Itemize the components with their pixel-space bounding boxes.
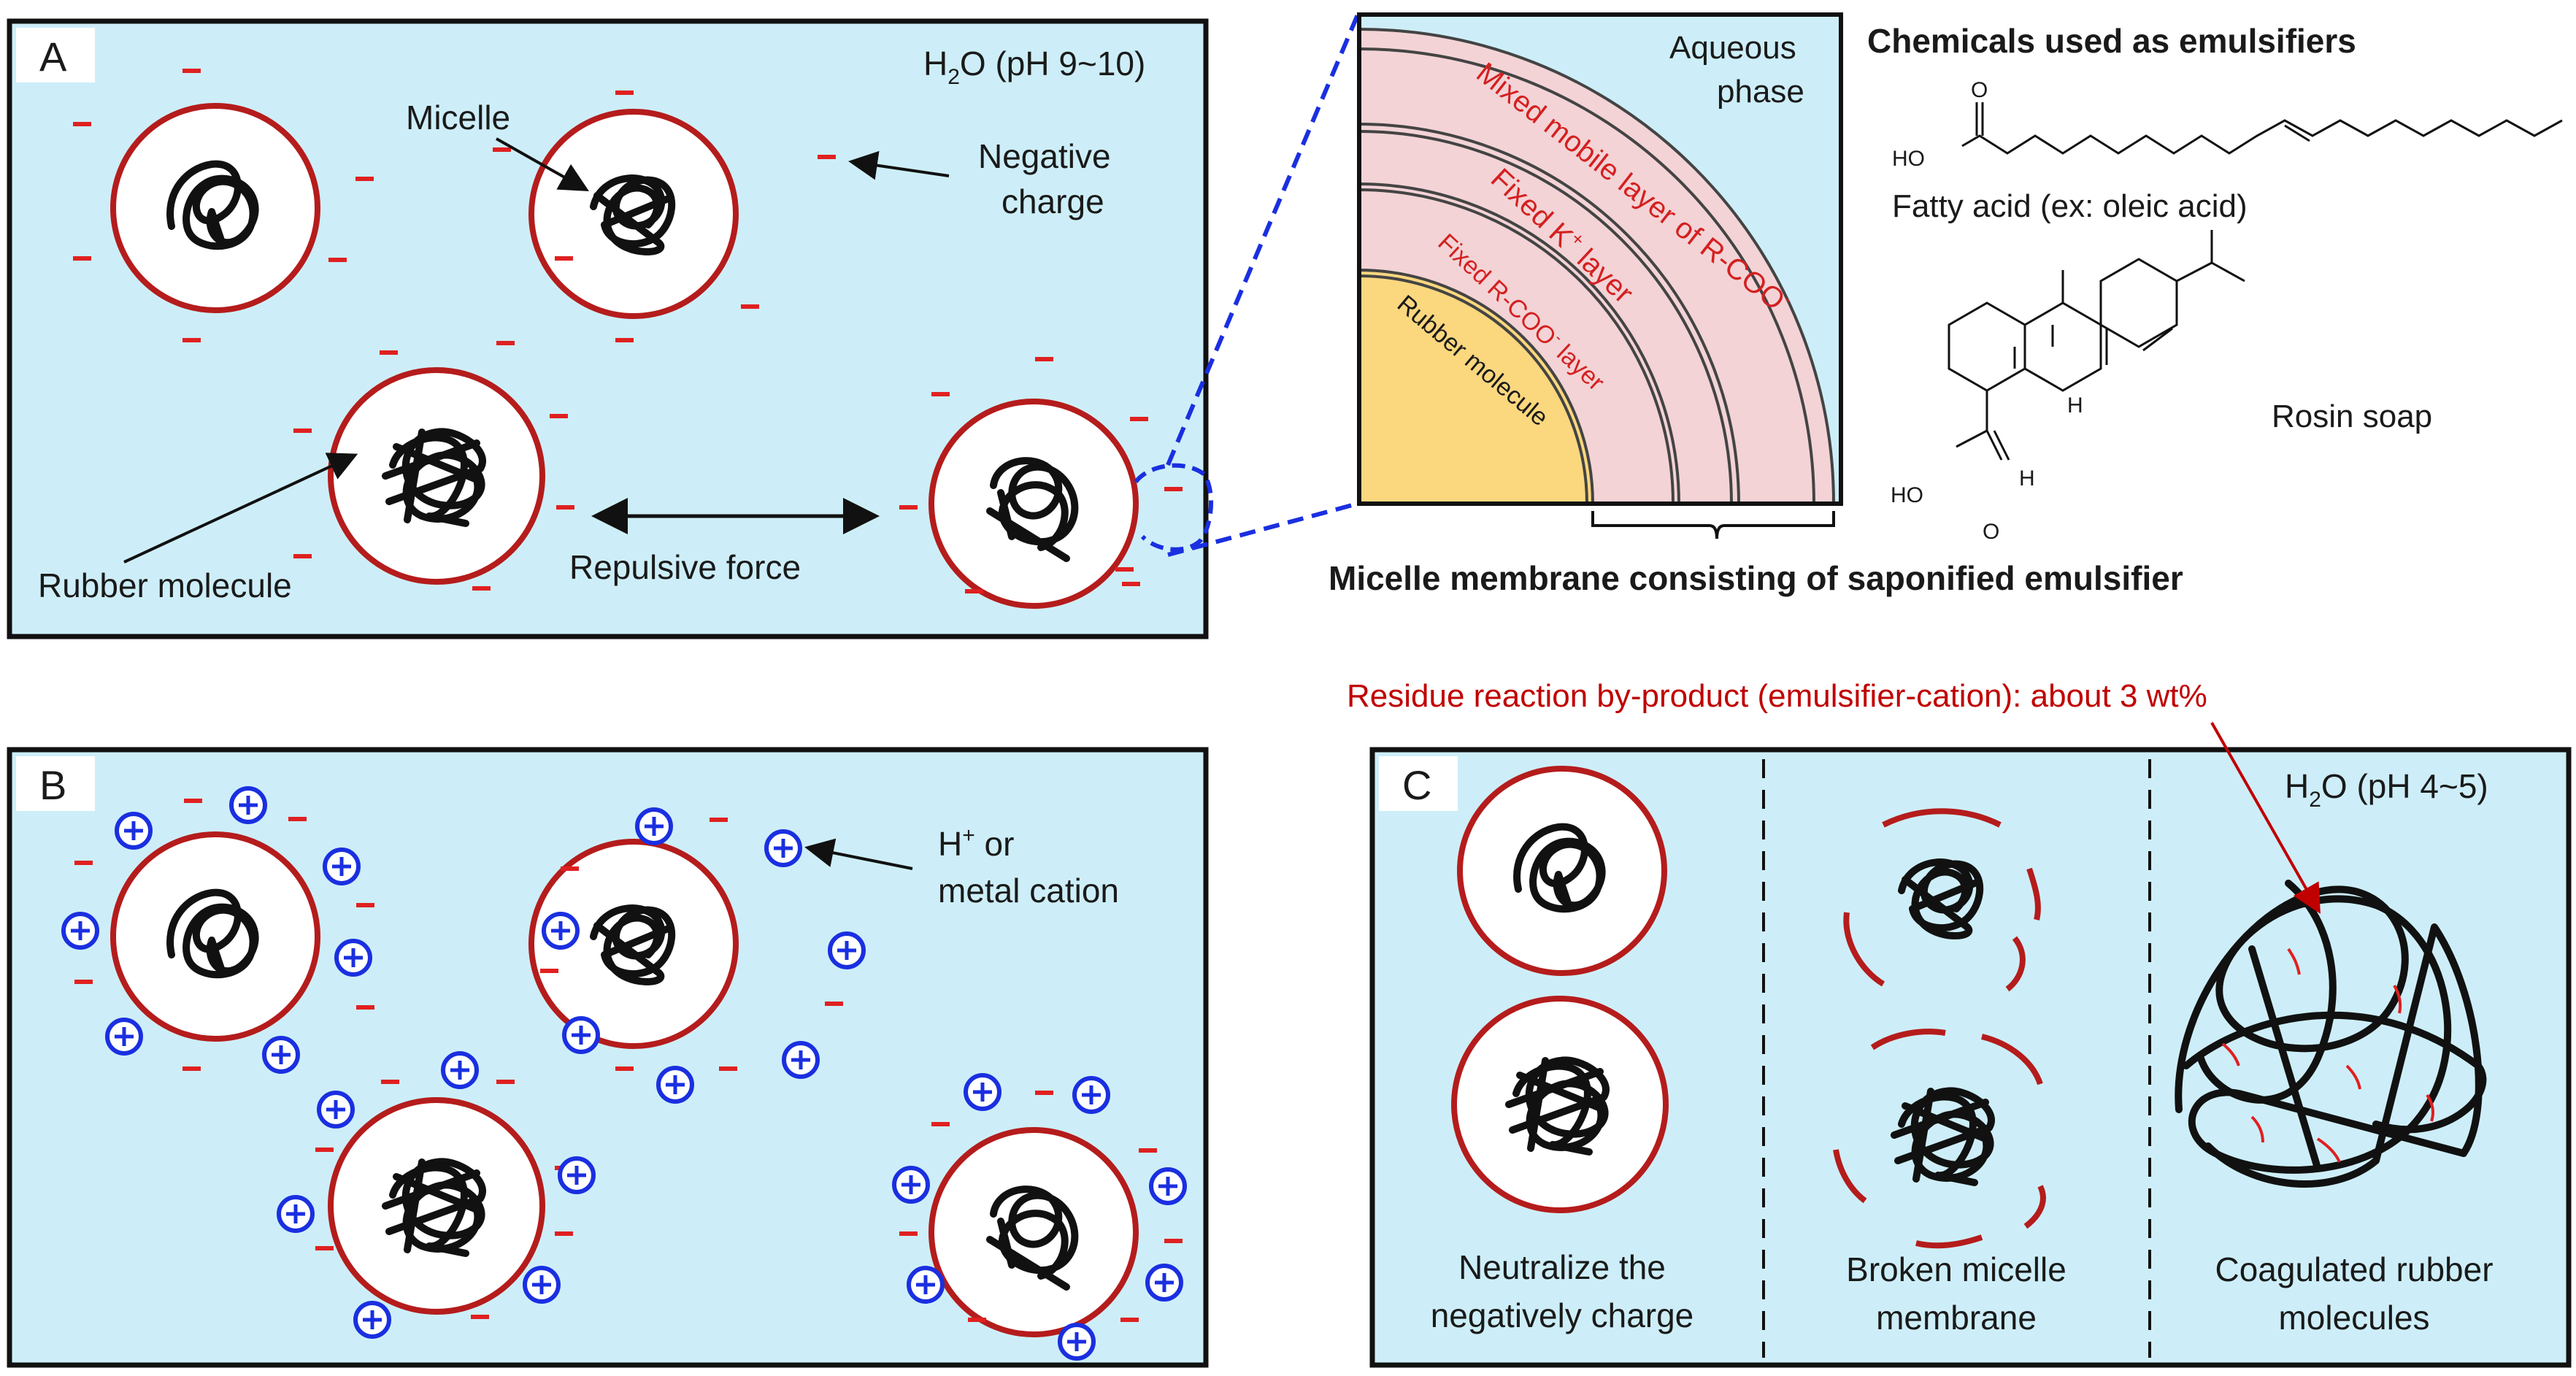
rosin-h1: H: [2067, 393, 2083, 418]
cation-arrow: [804, 838, 913, 870]
col2-caption-1: Broken micelle: [1846, 1250, 2066, 1288]
broken-micelle: [1833, 1029, 2046, 1249]
chemicals-title: Chemicals used as emulsifiers: [1867, 22, 2356, 60]
micelle: [110, 103, 320, 313]
rubber-molecule-label: Rubber molecule: [38, 566, 292, 604]
micelle: [528, 839, 739, 1049]
micelle-label: Micelle: [406, 99, 510, 137]
micelle: [1451, 996, 1669, 1213]
repulsive-force-label: Repulsive force: [569, 548, 801, 586]
rosin-soap-label: Rosin soap: [2272, 399, 2432, 434]
micelle: [328, 1097, 545, 1315]
micelle-membrane-detail: Aqueous phase Mixed mobile layer of R-CO…: [1166, 12, 2183, 597]
col2-caption-2: membrane: [1876, 1299, 2037, 1337]
col1-caption-1: Neutralize the: [1458, 1248, 1666, 1286]
rosin-h2: H: [2019, 466, 2035, 491]
micelle: [110, 831, 320, 1042]
emulsifier-chemicals: Chemicals used as emulsifiers O HO Fatty…: [1867, 22, 2563, 544]
membrane-caption: Micelle membrane consisting of saponifie…: [1329, 559, 2183, 597]
oleic-acid-structure: O HO: [1892, 78, 2563, 171]
col3-caption-1: Coagulated rubber: [2215, 1250, 2493, 1288]
fatty-acid-label: Fatty acid (ex: oleic acid): [1892, 188, 2248, 224]
zoom-marker: [1134, 463, 1214, 552]
oleic-ho: HO: [1892, 147, 1925, 171]
col3-caption-2: molecules: [2278, 1299, 2429, 1337]
rosin-soap-structure: [1948, 230, 2245, 461]
panel-b: B: [7, 747, 1209, 1368]
oleic-o: O: [1971, 78, 1988, 102]
negative-charges: [74, 799, 1183, 1322]
aqueous-phase-label-1: Aqueous: [1669, 30, 1796, 66]
micelle: [528, 109, 739, 319]
coagulated-rubber: [2175, 880, 2487, 1188]
negative-charge-arrow: [848, 150, 950, 180]
micelle: [928, 1127, 1139, 1337]
col1-caption-2: negatively charge: [1431, 1296, 1694, 1334]
rosin-o: O: [1983, 520, 1999, 544]
rosin-ho: HO: [1891, 483, 1923, 507]
panel-a: A H2O (pH 9~10): [7, 18, 1214, 639]
membrane-brace: [1591, 511, 1835, 539]
residue-arrow: [2210, 722, 2321, 914]
micelle: [328, 367, 545, 585]
panel-c: Residue reaction by-product (emulsifier-…: [1347, 678, 2572, 1368]
broken-micelle: [1843, 808, 2041, 992]
cation-label-2: metal cation: [938, 872, 1119, 910]
panel-a-water-label: H2O (pH 9~10): [923, 45, 1145, 89]
cations: [61, 786, 1187, 1361]
rubber-molecule-arrow: [123, 453, 358, 564]
panel-a-label: A: [39, 34, 67, 80]
micelle: [1457, 766, 1667, 976]
panel-c-water-label: H2O (pH 4~5): [2285, 767, 2488, 812]
panel-b-label: B: [39, 762, 66, 808]
micelle-arrow: [496, 137, 589, 191]
negative-charge-label-1: Negative: [978, 137, 1111, 175]
negative-charges: [73, 69, 1183, 593]
negative-charge-label-2: charge: [1001, 182, 1104, 220]
cation-label-1: H+ or: [938, 823, 1014, 863]
residue-note: Residue reaction by-product (emulsifier-…: [1347, 678, 2207, 714]
panel-c-label: C: [1402, 762, 1431, 808]
aqueous-phase-label-2: phase: [1717, 74, 1804, 109]
micelle: [928, 399, 1139, 609]
